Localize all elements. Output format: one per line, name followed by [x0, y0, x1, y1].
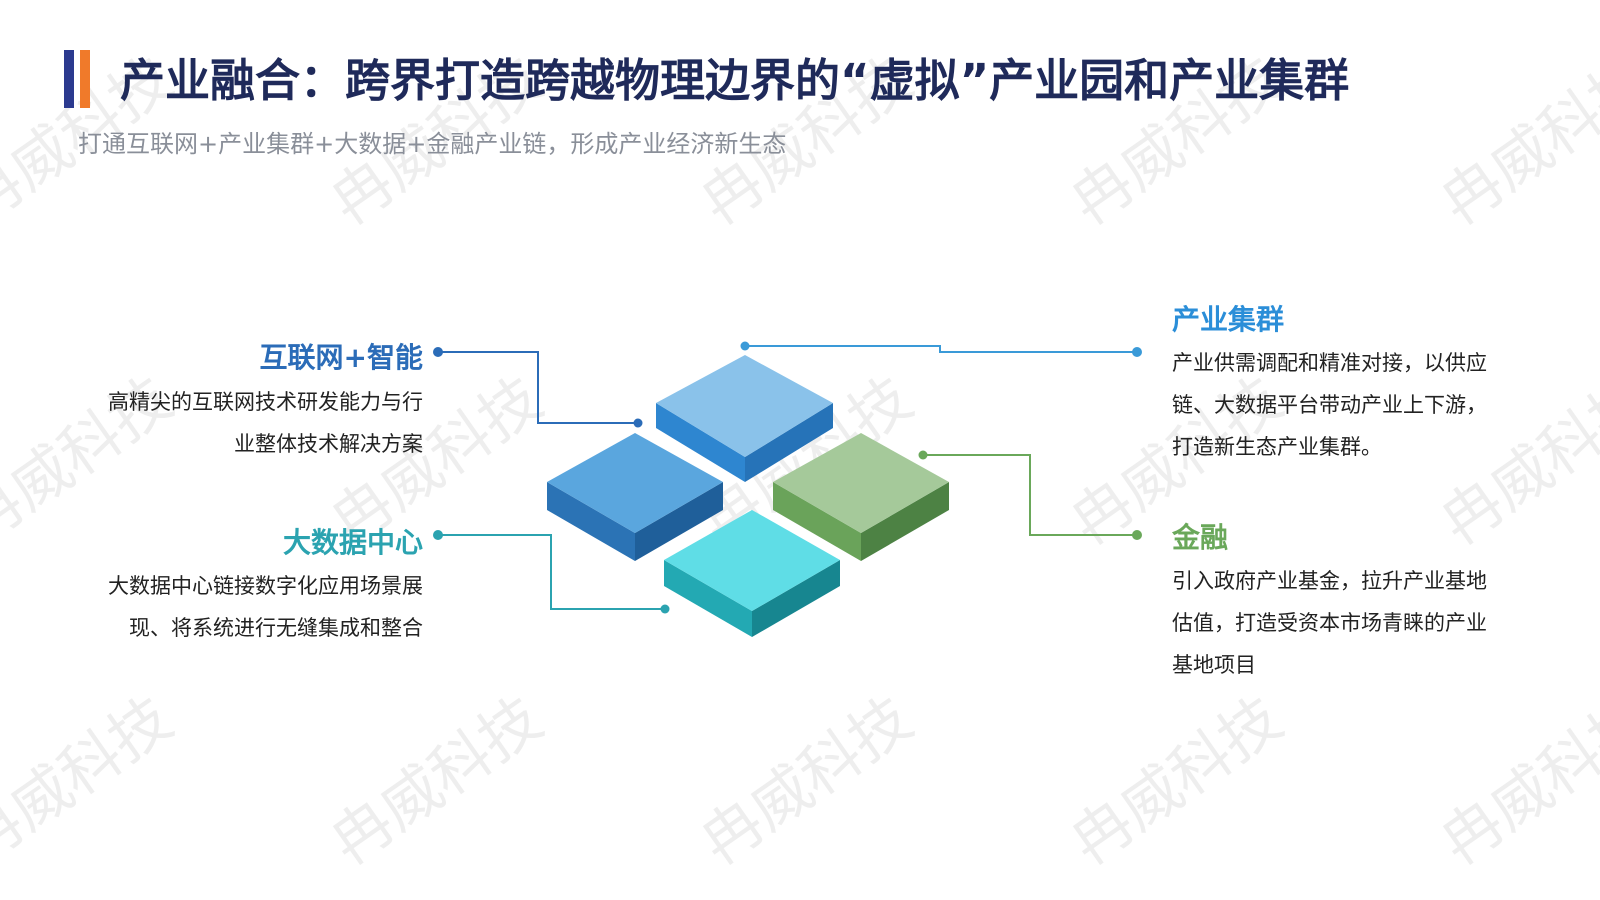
- feature-heading-bigdata: 大数据中心: [282, 526, 423, 559]
- watermark-text: 冉威科技: [318, 683, 555, 879]
- connector-dot-cluster-inner: [740, 341, 750, 351]
- watermark-text: 冉威科技: [1428, 683, 1600, 879]
- block-right: [773, 433, 949, 561]
- block-top: [656, 355, 833, 482]
- connector-line-bigdata: [438, 534, 665, 610]
- connector-dot-bigdata-outer: [433, 530, 443, 540]
- block-bottom: [664, 510, 840, 637]
- feature-desc-line: 大数据中心链接数字化应用场景展: [108, 574, 423, 598]
- feature-desc-line: 引入政府产业基金，拉升产业基地: [1172, 569, 1487, 593]
- feature-heading-finance: 金融: [1172, 521, 1229, 554]
- watermark-text: 冉威科技: [1058, 683, 1295, 879]
- connector-dot-internet-outer: [433, 347, 443, 357]
- feature-desc-line: 估值，打造受资本市场青睐的产业: [1172, 611, 1487, 635]
- watermark-text: 冉威科技: [1428, 43, 1600, 239]
- title-accent-bar-blue: [64, 50, 74, 108]
- connector-dot-cluster-outer: [1132, 347, 1142, 357]
- watermark-text: 冉威科技: [688, 363, 925, 559]
- feature-desc-cluster: 产业供需调配和精准对接，以供应 链、大数据平台带动产业上下游， 打造新生态产业集…: [1172, 342, 1487, 468]
- feature-desc-line: 业整体技术解决方案: [234, 432, 423, 456]
- watermark-text: 冉威科技: [0, 683, 185, 879]
- connector-dot-finance-inner: [918, 450, 928, 460]
- watermark-text: 冉威科技: [688, 683, 925, 879]
- feature-desc-line: 产业供需调配和精准对接，以供应: [1172, 351, 1487, 375]
- feature-desc-line: 现、将系统进行无缝集成和整合: [129, 616, 423, 640]
- connector-dot-bigdata-inner: [660, 604, 670, 614]
- title-accent-bar-orange: [80, 50, 90, 108]
- connector-dot-internet-inner: [633, 418, 643, 428]
- feature-desc-line: 链、大数据平台带动产业上下游，: [1172, 393, 1487, 417]
- feature-desc-line: 高精尖的互联网技术研发能力与行: [108, 390, 423, 414]
- connector-line-cluster: [745, 345, 1137, 353]
- feature-desc-internet: 高精尖的互联网技术研发能力与行 业整体技术解决方案: [108, 381, 423, 465]
- feature-desc-line: 基地项目: [1172, 653, 1256, 677]
- feature-desc-line: 打造新生态产业集群。: [1172, 435, 1382, 459]
- feature-heading-internet: 互联网+智能: [259, 341, 423, 374]
- connector-dot-finance-outer: [1132, 530, 1142, 540]
- connector-line-internet: [438, 351, 638, 424]
- feature-heading-cluster: 产业集群: [1172, 303, 1285, 336]
- feature-desc-finance: 引入政府产业基金，拉升产业基地 估值，打造受资本市场青睐的产业 基地项目: [1172, 560, 1487, 686]
- block-left: [547, 433, 723, 561]
- page-subtitle: 打通互联网+产业集群+大数据+金融产业链，形成产业经济新生态: [78, 130, 787, 158]
- feature-desc-bigdata: 大数据中心链接数字化应用场景展 现、将系统进行无缝集成和整合: [108, 565, 423, 649]
- connector-line-finance: [923, 454, 1137, 536]
- page-title: 产业融合：跨界打造跨越物理边界的“虚拟”产业园和产业集群: [120, 54, 1350, 107]
